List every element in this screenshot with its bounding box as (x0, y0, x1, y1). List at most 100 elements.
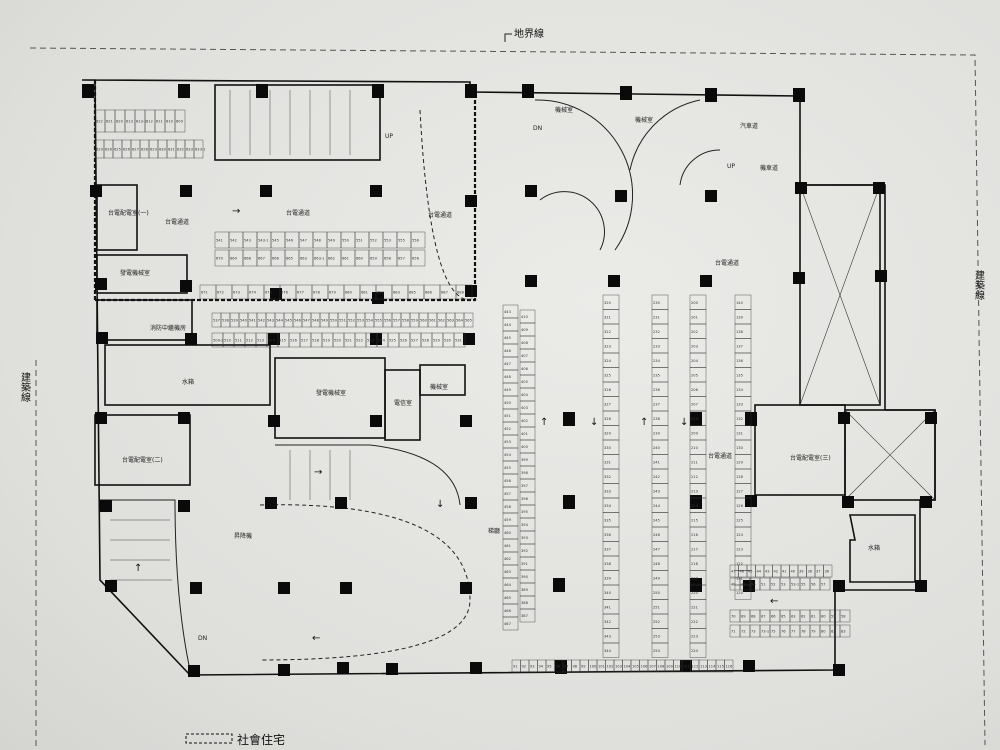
parking-stall: 62 (799, 609, 811, 623)
stall-number: 45 (748, 570, 753, 574)
room-mech-1: 機械室 (430, 383, 448, 391)
parking-stall: 394 (519, 517, 536, 532)
parking-stall: 133 (734, 396, 752, 412)
parking-stall: 243 (651, 483, 669, 499)
passage-label: 台電通道 (708, 452, 732, 460)
stall-number: 50 (751, 583, 756, 587)
parking-stall: 240 (651, 439, 669, 455)
stall-number: 58 (841, 615, 846, 619)
parking-stall: 563 (445, 312, 456, 328)
parking-stall: 685 (407, 284, 425, 300)
stall-number: 681 (361, 291, 368, 295)
stall-number: 547 (303, 319, 310, 323)
stair-up-label: UP (727, 163, 735, 170)
parking-stall: 521 (343, 332, 356, 348)
stall-number: 539 (231, 319, 239, 323)
parking-stall: 672 (215, 284, 233, 300)
parking-stall: 661 (340, 249, 356, 267)
stall-number: 115 (717, 665, 724, 669)
stall-number: 683 (393, 291, 400, 295)
parking-stall: 688 (455, 284, 473, 300)
stall-number: 121 (736, 576, 743, 580)
parking-stall: 562 (436, 312, 447, 328)
parking-stall: 218 (689, 555, 707, 571)
parking-stall: 683 (391, 284, 409, 300)
stall-number: 122 (736, 562, 743, 566)
parking-stall: 53 (779, 577, 791, 591)
stall-number: 524 (378, 339, 386, 343)
stall-number: 661 (342, 257, 349, 261)
stall-number: 628 (141, 148, 149, 152)
stall-number: 223 (691, 634, 698, 638)
stall-number: 551 (339, 319, 346, 323)
parking-stall: 254 (651, 642, 669, 658)
parking-stall: 551 (337, 312, 348, 328)
parking-stall: 609 (174, 109, 186, 133)
room-taipower-1: 台電配電室(一) (108, 209, 149, 217)
parking-stall: 329 (602, 425, 620, 441)
stall-number: 461 (504, 544, 511, 548)
parking-stall: 131 (734, 425, 752, 441)
parking-stall: 626 (121, 139, 132, 159)
parking-stall: 678 (311, 284, 329, 300)
stall-number: 126 (736, 504, 744, 508)
stall-number: 674 (249, 291, 257, 295)
parking-stall: 538 (220, 312, 231, 328)
stall-number: 405 (521, 380, 528, 384)
parking-stall: 324 (602, 352, 620, 368)
stair-dn-label: DN (533, 125, 542, 132)
parking-stall: 388 (519, 595, 536, 610)
stall-number: 449 (504, 388, 512, 392)
stall-number: 520 (334, 339, 342, 343)
stall-number: 523 (367, 339, 374, 343)
parking-stall: 76 (779, 624, 791, 638)
parking-stall: 400 (519, 439, 536, 454)
stall-number: 542 (258, 319, 265, 323)
parking-stall: 204 (689, 352, 707, 368)
stall-number: 39 (799, 570, 804, 574)
stall-number: 242 (653, 475, 660, 479)
parking-stall: 558 (400, 312, 411, 328)
parking-stall: 613 (124, 109, 136, 133)
structural-columns (82, 84, 937, 677)
parking-stall: 136 (734, 352, 752, 368)
parking-stall: 234 (651, 352, 669, 368)
parking-stall: 542 (256, 312, 267, 328)
stall-number: 613-1 (136, 120, 146, 124)
parking-stall: 72 (739, 624, 751, 638)
parking-stall: 553 (382, 231, 398, 249)
stall-number: 67 (761, 615, 766, 619)
car-lane-label: 汽車道 (740, 122, 758, 130)
stall-number: 327 (604, 402, 611, 406)
stall-number: 99 (581, 665, 586, 669)
parking-stall: 334 (602, 497, 620, 513)
stall-number: 546 (286, 239, 294, 243)
stall-number: 206 (691, 388, 699, 392)
parking-stall: 611 (154, 109, 166, 133)
stall-number: 343 (604, 634, 611, 638)
stall-number: 672 (217, 291, 224, 295)
parking-stall: 60 (819, 609, 831, 623)
parking-stall: 561 (427, 312, 438, 328)
parking-stall: 519 (321, 332, 334, 348)
stall-number: 128 (736, 475, 744, 479)
stall-number: 565 (465, 319, 472, 323)
stall-number: 555 (398, 239, 405, 243)
parking-stall: 545 (283, 312, 294, 328)
room-generator-2: 發電機械室 (316, 389, 346, 397)
stall-number: 531 (455, 339, 462, 343)
stall-number: 610 (166, 120, 174, 124)
stall-number: 392 (521, 549, 528, 553)
parking-stall: 445 (502, 330, 519, 345)
stall-number: 83 (841, 630, 846, 634)
stall-number: 215 (691, 518, 698, 522)
stall-number: 342 (604, 620, 611, 624)
stall-number: 208 (691, 417, 699, 421)
stall-number: 236 (653, 388, 661, 392)
svg-text:→: → (314, 467, 322, 478)
stall-number: 517 (301, 339, 308, 343)
stall-number: 456 (504, 479, 512, 483)
parking-stall: 221 (689, 599, 707, 615)
stall-number: 460 (504, 531, 512, 535)
parking-stall: 248 (651, 555, 669, 571)
